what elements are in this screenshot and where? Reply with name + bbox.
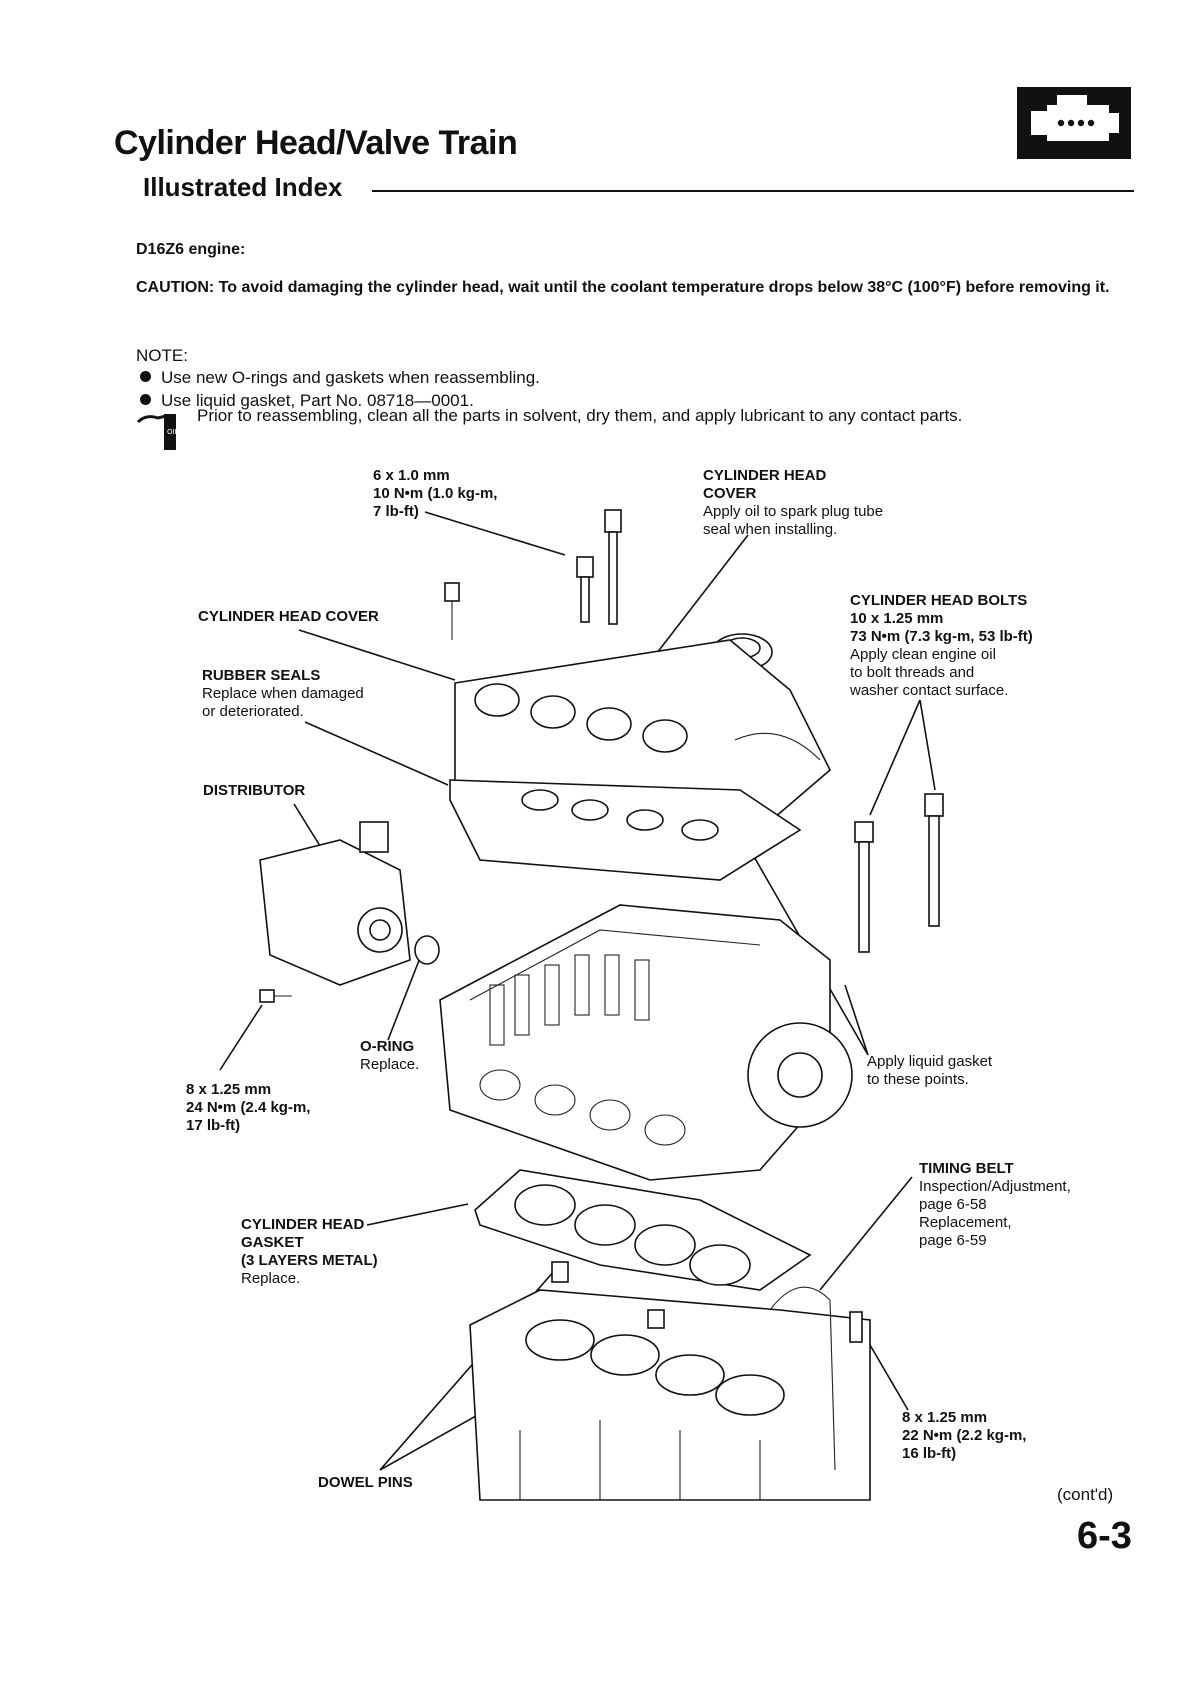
head-bolts-note-2: to bolt threads and xyxy=(850,664,975,681)
svg-text:OIL: OIL xyxy=(167,428,179,436)
distributor-label: DISTRIBUTOR xyxy=(203,782,306,799)
head-bolts-note: Apply clean engine oil xyxy=(850,646,996,663)
head-gasket-note: Replace. xyxy=(241,1270,301,1287)
head-bolts-size: 10 x 1.25 mm xyxy=(850,610,944,627)
head-cover-title-2: COVER xyxy=(703,485,757,502)
liquid-gasket-note: Apply liquid gasket xyxy=(867,1053,993,1070)
rubber-seals-note: Replace when damaged xyxy=(202,685,364,702)
page-subtitle: Illustrated Index xyxy=(143,172,343,202)
o-ring-note: Replace. xyxy=(360,1056,420,1073)
head-cover-left-callout: CYLINDER HEAD COVER xyxy=(198,608,379,626)
block-bolt-torque-lbft: 16 lb-ft) xyxy=(902,1445,957,1462)
dowel-pins-callout: DOWEL PINS xyxy=(318,1474,413,1492)
cover-bolt-torque-lbft: 7 lb-ft) xyxy=(373,503,419,520)
timing-belt-replacement: Replacement, xyxy=(919,1214,1012,1231)
timing-belt-title: TIMING BELT xyxy=(919,1160,1014,1177)
head-gasket-title-2: GASKET xyxy=(241,1234,304,1251)
liquid-gasket-callout: Apply liquid gasket to these points. xyxy=(867,1053,992,1089)
head-cover-note-2: seal when installing. xyxy=(703,521,838,538)
block-bolt-torque: 22 N•m (2.2 kg-m, xyxy=(902,1427,1027,1444)
rubber-seals-note-2: or deteriorated. xyxy=(202,703,304,720)
note-bullet: Use new O-rings and gaskets when reassem… xyxy=(140,368,540,388)
dist-bolt-torque-lbft: 17 lb-ft) xyxy=(186,1117,241,1134)
timing-belt-inspection: Inspection/Adjustment, xyxy=(919,1178,1071,1195)
block-bolt-callout: 8 x 1.25 mm 22 N•m (2.2 kg-m, 16 lb-ft) xyxy=(902,1409,1026,1463)
head-bolts xyxy=(854,793,944,953)
head-bolts-title: CYLINDER HEAD BOLTS xyxy=(850,592,1028,609)
timing-belt-replacement-page: page 6-59 xyxy=(919,1232,987,1249)
engine-section-icon xyxy=(1017,87,1131,159)
cylinder-head-gasket xyxy=(474,1169,812,1291)
page-title: Cylinder Head/Valve Train xyxy=(114,124,518,162)
page-number: 6-3 xyxy=(1077,1515,1132,1557)
cylinder-head xyxy=(439,904,853,1181)
o-ring-callout: O-RING Replace. xyxy=(360,1038,419,1074)
caution-text: CAUTION: To avoid damaging the cylinder … xyxy=(136,279,1110,296)
o-ring-title: O-RING xyxy=(360,1038,415,1055)
title-rule xyxy=(372,190,1134,192)
head-bolts-callout: CYLINDER HEAD BOLTS 10 x 1.25 mm 73 N•m … xyxy=(850,592,1033,700)
cover-bolt-size: 6 x 1.0 mm xyxy=(373,467,450,484)
rubber-seals-title: RUBBER SEALS xyxy=(202,667,321,684)
note-bullet-text: Use new O-rings and gaskets when reassem… xyxy=(161,368,540,387)
rubber-seals-callout: RUBBER SEALS Replace when damaged or det… xyxy=(202,667,364,721)
lubricate-note: Prior to reassembling, clean all the par… xyxy=(197,406,963,425)
cover-bolt-callout: 6 x 1.0 mm 10 N•m (1.0 kg-m, 7 lb-ft) xyxy=(373,467,497,521)
continued-label: (cont'd) xyxy=(1057,1485,1114,1504)
timing-belt-inspection-page: page 6-58 xyxy=(919,1196,987,1213)
dist-bolt-callout: 8 x 1.25 mm 24 N•m (2.4 kg-m, 17 lb-ft) xyxy=(186,1081,310,1135)
bullet-icon xyxy=(140,394,151,405)
head-gasket-layers: (3 LAYERS METAL) xyxy=(241,1252,378,1269)
oil-can-icon: OIL xyxy=(136,410,186,450)
timing-belt-callout: TIMING BELT Inspection/Adjustment, page … xyxy=(919,1160,1071,1250)
engine-block xyxy=(469,1261,871,1501)
head-bolts-torque: 73 N•m (7.3 kg-m, 53 lb-ft) xyxy=(850,628,1033,645)
head-gasket-callout: CYLINDER HEAD GASKET (3 LAYERS METAL) Re… xyxy=(241,1216,378,1288)
distributor-callout: DISTRIBUTOR xyxy=(203,782,305,800)
cover-gasket xyxy=(449,779,802,881)
head-bolts-note-3: washer contact surface. xyxy=(850,682,1009,699)
head-gasket-title: CYLINDER HEAD xyxy=(241,1216,365,1233)
dist-bolt-size: 8 x 1.25 mm xyxy=(186,1081,272,1098)
note-heading: NOTE: xyxy=(136,346,188,365)
head-cover-note: Apply oil to spark plug tube xyxy=(703,503,884,520)
head-cover-left-label: CYLINDER HEAD COVER xyxy=(198,608,379,625)
liquid-gasket-note-2: to these points. xyxy=(867,1071,969,1088)
distributor xyxy=(259,821,440,1003)
head-cover-callout: CYLINDER HEAD COVER Apply oil to spark p… xyxy=(703,467,883,539)
block-bolt-size: 8 x 1.25 mm xyxy=(902,1409,988,1426)
dist-bolt-torque: 24 N•m (2.4 kg-m, xyxy=(186,1099,311,1116)
cover-bolt-torque: 10 N•m (1.0 kg-m, xyxy=(373,485,498,502)
note-bullet-text: Use liquid gasket, Part No. 08718—0001. xyxy=(161,391,474,410)
bullet-icon xyxy=(140,371,151,382)
head-cover-title: CYLINDER HEAD xyxy=(703,467,827,484)
engine-label: D16Z6 engine: xyxy=(136,241,246,258)
note-bullet: Use liquid gasket, Part No. 08718—0001. xyxy=(140,391,474,411)
dowel-pins-label: DOWEL PINS xyxy=(318,1474,413,1491)
